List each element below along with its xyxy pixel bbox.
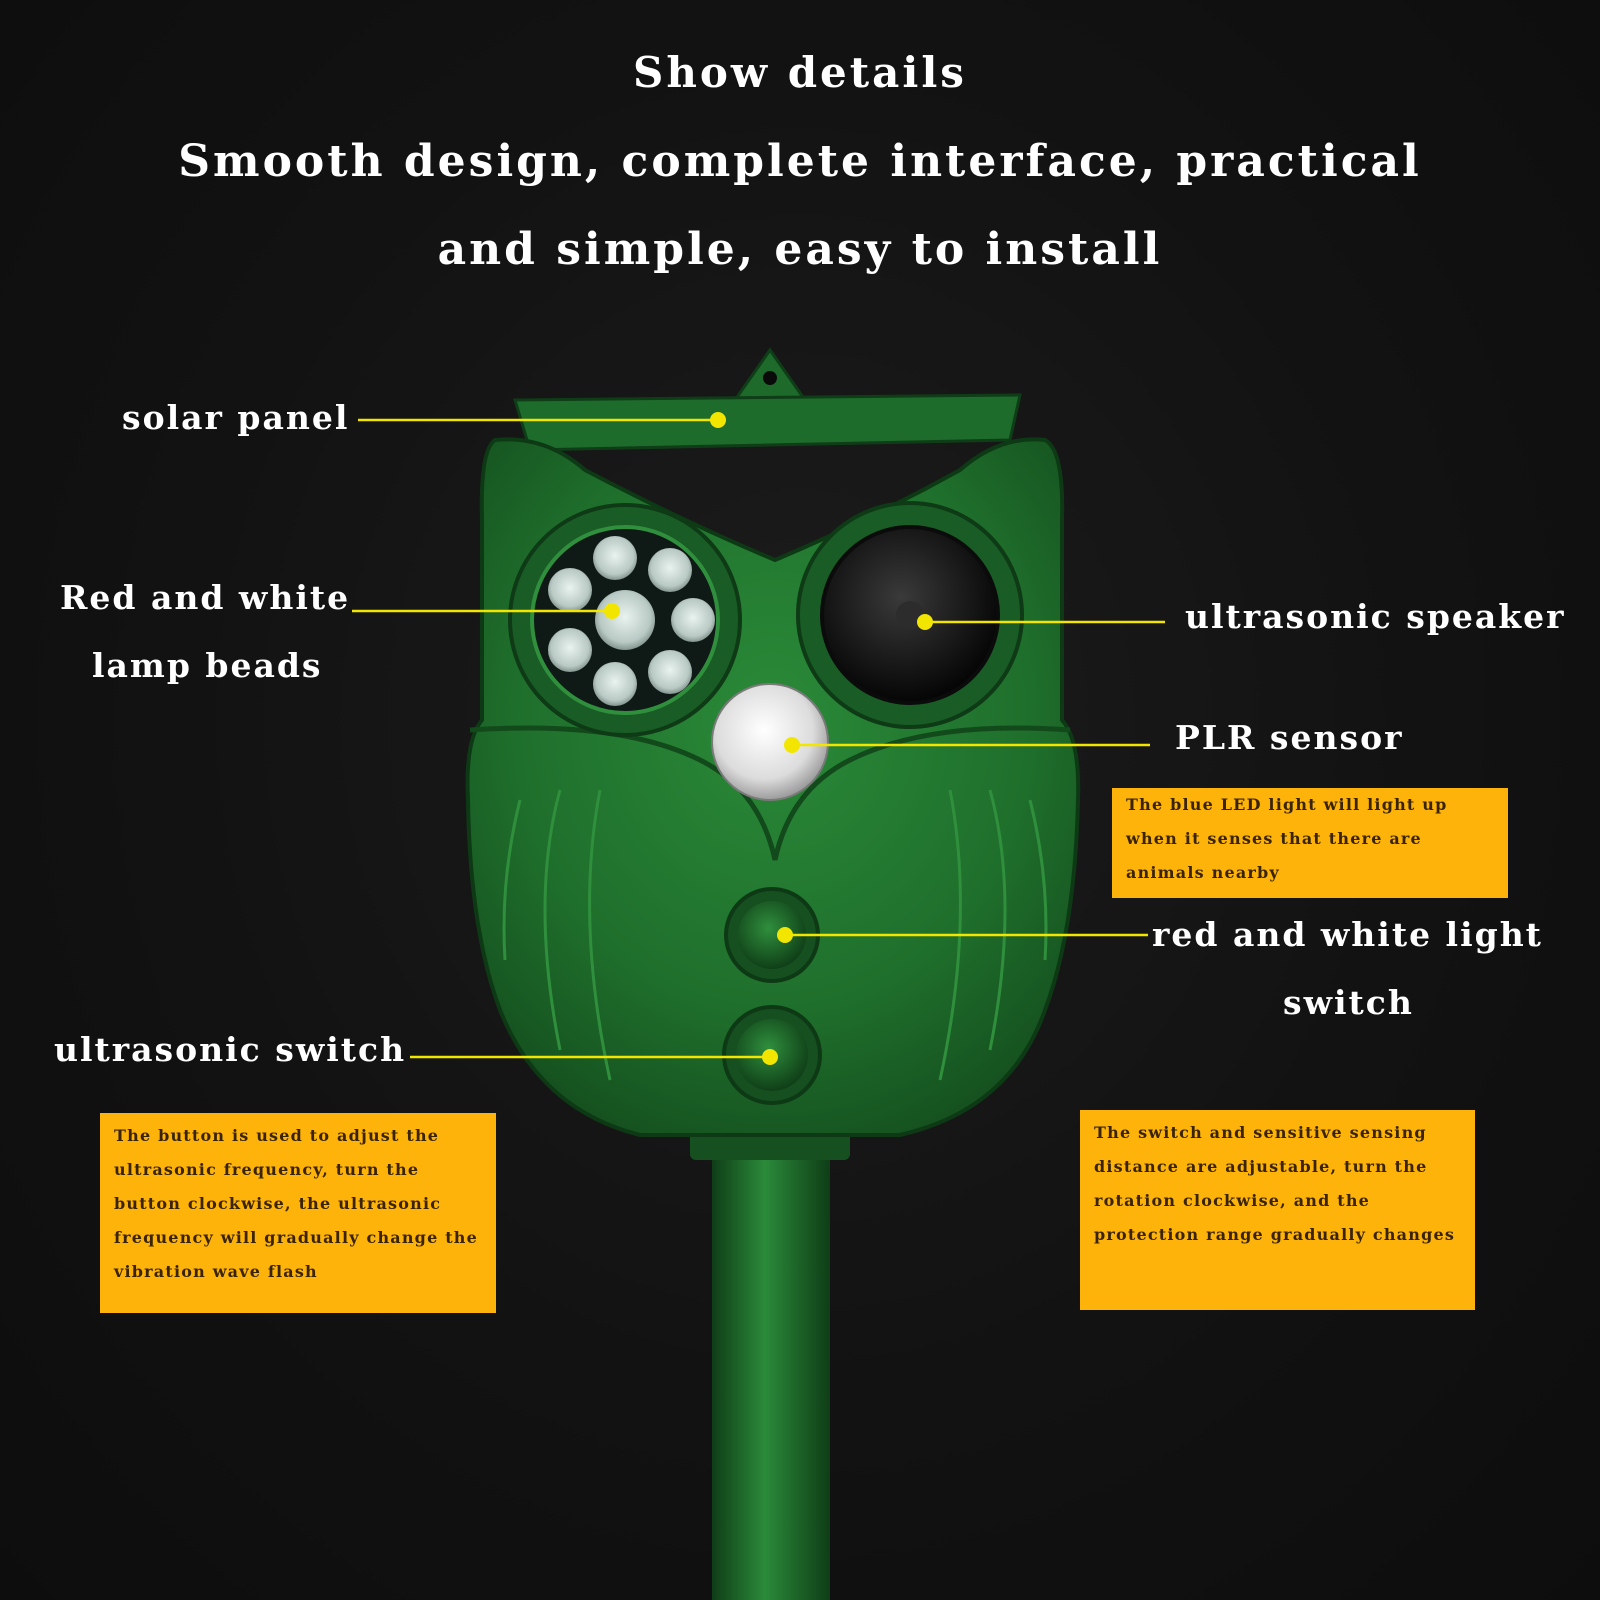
note-ultrasonic-line: vibration wave flash bbox=[114, 1262, 318, 1281]
note-ultrasonic-line: frequency will gradually change the bbox=[114, 1228, 479, 1247]
note-sensor-line: when it senses that there are bbox=[1126, 829, 1422, 848]
page-subtitle-line-1: Smooth design, complete interface, pract… bbox=[178, 136, 1422, 187]
label-light-switch-line-1: red and white light bbox=[1152, 915, 1543, 954]
note-ultrasonic: The button is used to adjust the ultraso… bbox=[100, 1113, 496, 1313]
page-title: Show details bbox=[633, 48, 967, 97]
note-ultrasonic-line: button clockwise, the ultrasonic bbox=[114, 1194, 442, 1213]
note-ultrasonic-line: The button is used to adjust the bbox=[114, 1126, 440, 1145]
solar-panel-lid bbox=[512, 393, 1022, 452]
label-lamp-beads-line-2: lamp beads bbox=[92, 646, 323, 685]
light-switch-knob bbox=[738, 901, 806, 969]
label-ultrasonic-switch: ultrasonic switch bbox=[54, 1030, 407, 1069]
stake-pole bbox=[712, 1150, 830, 1600]
note-sensor-line: The blue LED light will light up bbox=[1126, 795, 1448, 814]
label-light-switch-line-2: switch bbox=[1283, 983, 1414, 1022]
page-subtitle-line-2: and simple, easy to install bbox=[437, 224, 1163, 275]
label-solar-panel: solar panel bbox=[122, 398, 350, 437]
note-switch-line: protection range gradually changes bbox=[1094, 1225, 1456, 1244]
leader-lines bbox=[352, 418, 1165, 1059]
note-switch-line: The switch and sensitive sensing bbox=[1094, 1123, 1427, 1142]
label-lamp-beads-line-1: Red and white bbox=[60, 578, 351, 617]
note-sensor: The blue LED light will light up when it… bbox=[1112, 788, 1508, 898]
note-switch: The switch and sensitive sensing distanc… bbox=[1080, 1110, 1475, 1310]
note-switch-line: rotation clockwise, and the bbox=[1094, 1191, 1371, 1210]
pole-collar bbox=[690, 1130, 850, 1160]
note-sensor-line: animals nearby bbox=[1126, 863, 1280, 882]
lamp-beads bbox=[548, 536, 715, 706]
label-plr-sensor: PLR sensor bbox=[1175, 718, 1404, 757]
leader-dots bbox=[604, 412, 933, 1065]
note-ultrasonic-line: ultrasonic frequency, turn the bbox=[114, 1160, 420, 1179]
note-switch-line: distance are adjustable, turn the bbox=[1094, 1157, 1428, 1176]
label-ultrasonic-speaker: ultrasonic speaker bbox=[1185, 597, 1566, 636]
pir-sensor-dome bbox=[711, 683, 829, 801]
